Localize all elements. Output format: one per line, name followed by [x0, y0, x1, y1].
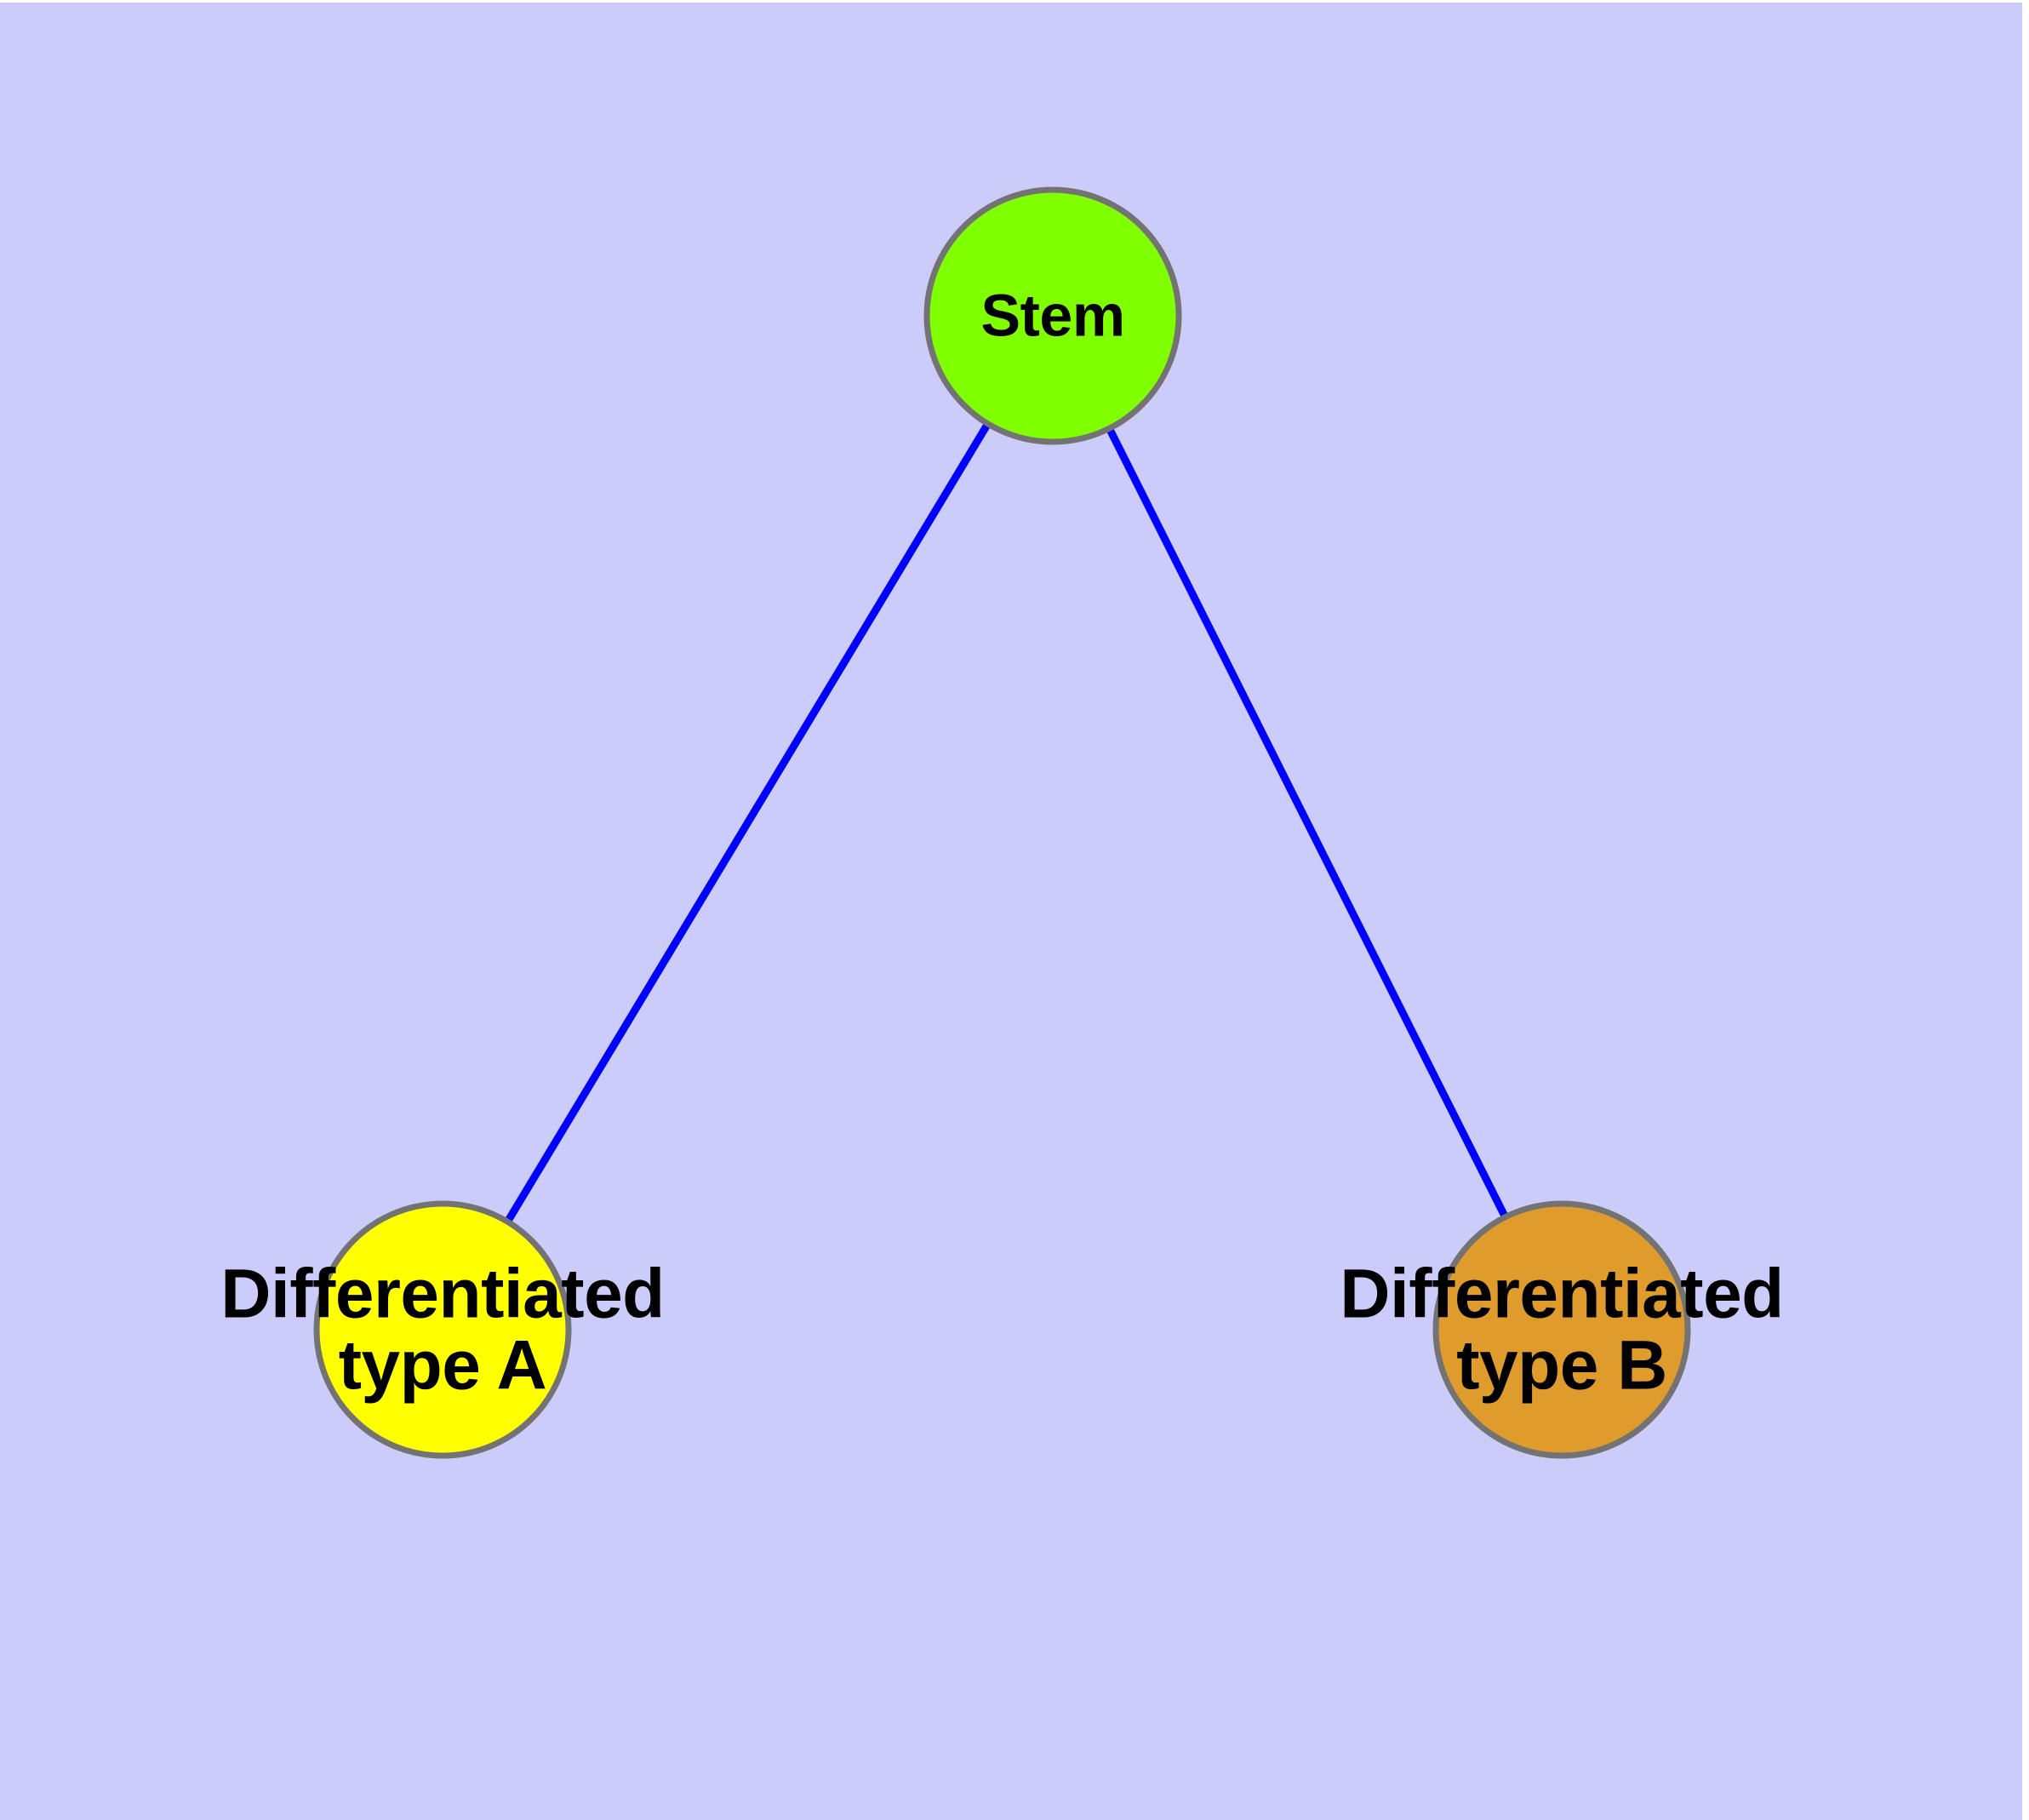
- node-differentiated-type-b[interactable]: [1432, 1200, 1691, 1459]
- edge-layer: [504, 421, 1509, 1224]
- node-stem[interactable]: [923, 186, 1182, 445]
- node-layer: [313, 186, 1691, 1459]
- edge-stem-to-diff-a: [504, 421, 992, 1224]
- node-differentiated-type-a[interactable]: [313, 1200, 572, 1459]
- edge-stem-to-diff-b: [1106, 426, 1509, 1219]
